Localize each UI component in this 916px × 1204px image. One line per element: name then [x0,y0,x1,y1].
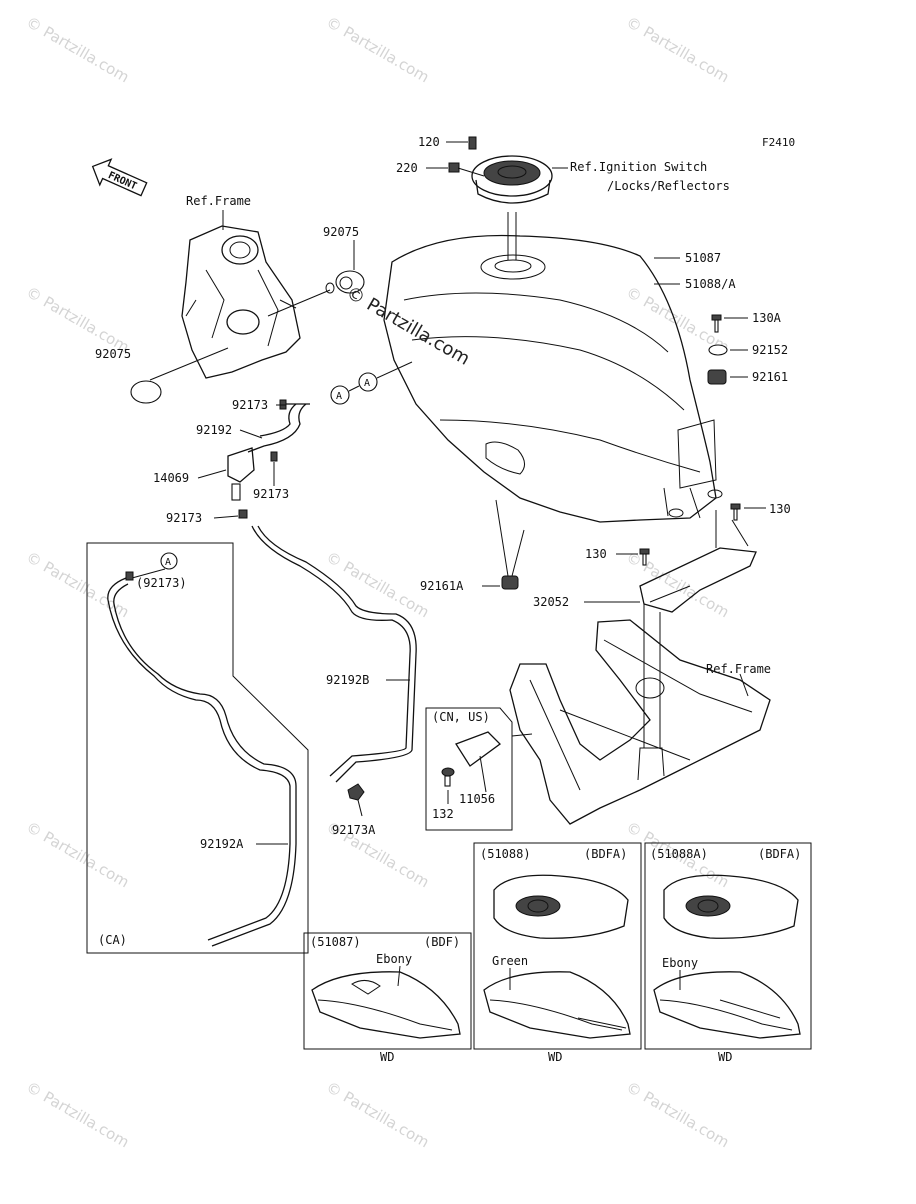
connector-a-1: A [330,385,350,405]
tank-top-ebony-icon [663,874,799,939]
fitting-14069-icon [227,447,255,501]
watermark: © Partzilla.com [23,283,132,356]
watermark: © Partzilla.com [323,1078,432,1151]
ignition-cap-icon [471,155,553,260]
box-51088a [644,842,812,1050]
part-92075-top: 92075 [323,225,359,239]
grommet-92161a-icon [501,575,519,590]
part-130-left: 130 [585,547,607,561]
part-92173-paren: (92173) [136,576,187,590]
bracket-32052-icon [639,510,757,613]
watermark: © Partzilla.com [23,1078,132,1151]
part-92192b: 92192B [326,673,369,687]
tank-top-green-icon [493,874,629,939]
box-51088a-footer: WD [718,1050,732,1064]
circle-letter-a: A [364,378,370,389]
box-51088-code: (51088) [480,847,531,861]
box-51088a-color: Ebony [662,956,698,970]
watermark: © Partzilla.com [323,548,432,621]
ca-box [86,542,309,954]
ref-frame-bottom: Ref.Frame [706,662,771,676]
clip-92173-ca-icon [125,571,134,581]
connector-a-3: A [160,552,178,570]
box-51088-variant: (BDFA) [584,847,627,861]
watermark: © Partzilla.com [323,13,432,86]
clip-92173-mid-icon [270,451,278,462]
part-130a: 130A [752,311,782,325]
ca-box-label: (CA) [98,933,127,947]
part-92161a: 92161A [420,579,464,593]
bolt-130-right-icon [730,503,741,521]
center-watermark: © Partzilla.com [343,282,474,370]
tank-side-ebony-icon [311,971,461,1039]
part-132: 132 [432,807,454,821]
clip-92173a-icon [347,783,365,801]
part-92192a: 92192A [200,837,244,851]
cnus-box [425,707,513,831]
frame-head-icon [181,225,301,379]
box-51087-variant: (BDF) [424,935,460,949]
box-51087-color: Ebony [376,952,412,966]
grommet-92075-left [130,380,162,404]
watermark: © Partzilla.com [23,818,132,891]
box-51087-code: (51087) [310,935,361,949]
part-14069: 14069 [153,471,189,485]
clip-92173-low-icon [238,509,248,519]
front-label: FRONT [106,170,138,192]
box-51088-color: Green [492,954,528,968]
box-51088 [473,842,642,1050]
watermark: © Partzilla.com [623,548,732,621]
ref-ignition-line2: /Locks/Reflectors [607,179,730,193]
bolt-130-left-icon [639,548,650,566]
part-92173-a: 92173 [232,398,268,412]
washer-92152-icon [708,344,728,356]
box-51088a-code: (51088A) [650,847,708,861]
box-51087 [303,932,472,1050]
connector-a-2: A [358,372,378,392]
box-51088a-variant: (BDFA) [758,847,801,861]
ref-frame-top: Ref.Frame [186,194,251,208]
watermark: © Partzilla.com [623,13,732,86]
ref-ignition-line1: Ref.Ignition Switch [570,160,707,174]
part-220: 220 [396,161,418,175]
part-92152: 92152 [752,343,788,357]
grommet-92161-icon [707,369,727,385]
watermark: © Partzilla.com [23,13,132,86]
part-32052: 32052 [533,595,569,609]
part-92173-b: 92173 [253,487,289,501]
part-92192: 92192 [196,423,232,437]
fuel-tank-icon [383,234,723,523]
tank-side-ebony-2-icon [653,971,801,1039]
part-51088a: 51088/A [685,277,736,291]
part-92173a: 92173A [332,823,376,837]
front-arrow-icon: FRONT [91,158,148,197]
part-92161: 92161 [752,370,788,384]
box-51088-footer: WD [548,1050,562,1064]
part-92173-c: 92173 [166,511,202,525]
part-130-right: 130 [769,502,791,516]
circle-letter-a: A [165,557,171,568]
cnus-box-label: (CN, US) [432,710,490,724]
figure-code: F2410 [762,136,795,149]
bolt-130a-icon [711,314,722,333]
part-120: 120 [418,135,440,149]
part-51087: 51087 [685,251,721,265]
part-92075-left: 92075 [95,347,131,361]
bracket-11056-icon [455,731,501,767]
screw-132-icon [441,767,455,787]
grommet-92075-top [325,270,365,294]
box-51087-footer: WD [380,1050,394,1064]
tank-side-green-icon [483,971,631,1039]
watermark: © Partzilla.com [623,1078,732,1151]
circle-letter-a: A [336,391,342,402]
part-11056: 11056 [459,792,495,806]
lower-frame-icon [509,604,771,825]
